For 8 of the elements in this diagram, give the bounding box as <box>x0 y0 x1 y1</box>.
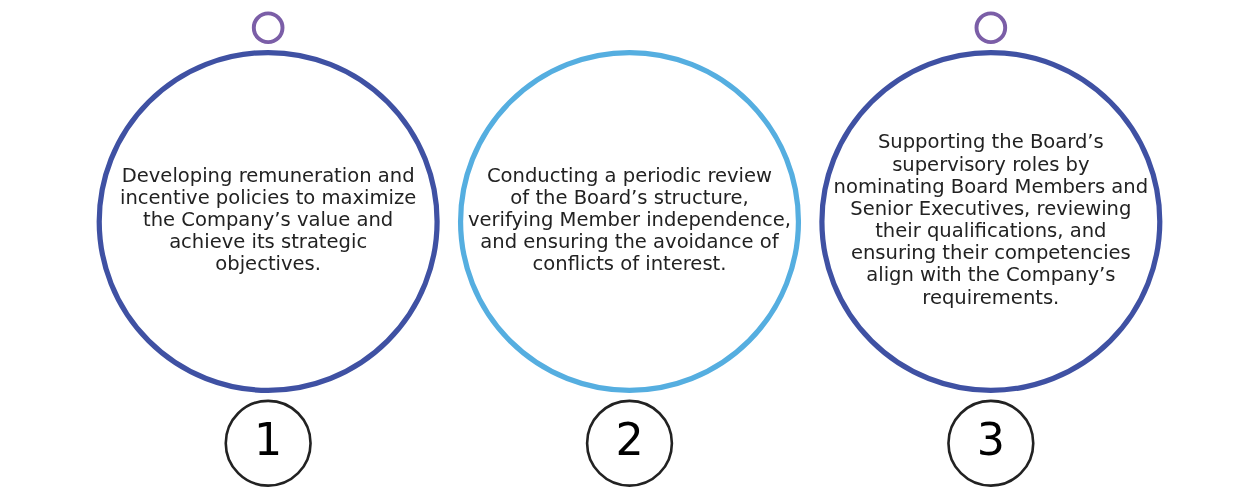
node-circle <box>974 11 1007 45</box>
node-circle: Developing remuneration and incentive policies to maximize the Company’s value and achieve its strategic objectives. <box>96 49 440 393</box>
node-circle: Conducting a periodic review of the Board’s structure, verifying Member independence, and ensuring the avoidance of conflicts of interest. <box>457 49 801 393</box>
node-circle: 3 <box>946 399 1035 487</box>
node-circle: 1 <box>223 399 312 487</box>
node-circle <box>251 11 284 45</box>
node-circle: Supporting the Board’s supervisory roles by nominating Board Members and Senior Executives, reviewing their qualifications, and ensuring their competencies align with the Company’s requirements. <box>818 49 1162 393</box>
node-circle: 2 <box>585 399 673 487</box>
